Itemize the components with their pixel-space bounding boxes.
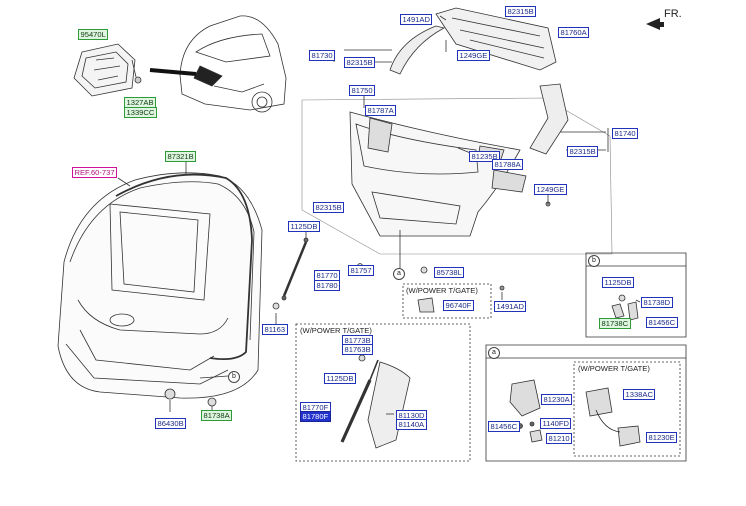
part-label-82315B-top[interactable]: 82315B <box>505 6 537 17</box>
power-tgate-note-center: (W/POWER T/GATE) <box>406 286 478 295</box>
part-label-1249GE-right[interactable]: 1249GE <box>534 184 567 195</box>
part-label-81140A[interactable]: 81140A <box>396 419 427 430</box>
part-label-81210[interactable]: 81210 <box>546 433 573 444</box>
part-label-81163[interactable]: 81163 <box>262 324 288 335</box>
part-label-1125DB-a[interactable]: 1125DB <box>288 221 320 232</box>
part-label-81235B[interactable]: 81235B <box>469 151 501 162</box>
part-label-82315B-left[interactable]: 82315B <box>313 202 345 213</box>
part-label-81456C-b[interactable]: 81456C <box>646 317 678 328</box>
part-label-81230A[interactable]: 81230A <box>541 394 573 405</box>
reference-label[interactable]: REF.60-737 <box>72 167 118 178</box>
part-label-82315B-mid[interactable]: 82315B <box>344 57 376 68</box>
part-label-1339CC[interactable]: 1339CC <box>124 107 157 118</box>
part-label-81788A[interactable]: 81788A <box>492 159 524 170</box>
direction-label: FR. <box>664 8 682 20</box>
part-label-1338AC[interactable]: 1338AC <box>623 389 656 400</box>
part-label-81757[interactable]: 81757 <box>348 265 375 276</box>
part-label-81760A[interactable]: 81760A <box>558 27 590 38</box>
part-label-81763B[interactable]: 81763B <box>342 344 374 355</box>
part-label-81780[interactable]: 81780 <box>314 280 341 291</box>
power-tgate-note-detail-a: (W/POWER T/GATE) <box>578 364 650 373</box>
part-label-86430B[interactable]: 86430B <box>155 418 187 429</box>
part-label-81738C[interactable]: 81738C <box>599 318 631 329</box>
arrow-fr-icon <box>646 18 664 30</box>
part-label-81750[interactable]: 81750 <box>349 85 376 96</box>
part-label-81780F[interactable]: 81780F <box>300 411 331 422</box>
part-label-85738L[interactable]: 85738L <box>434 267 465 278</box>
detail-a-header-marker: a <box>488 347 500 359</box>
part-label-81787A[interactable]: 81787A <box>365 105 397 116</box>
detail-b-header-marker: b <box>588 255 600 267</box>
part-label-1125DB-b[interactable]: 1125DB <box>602 277 634 288</box>
part-label-81738A[interactable]: 81738A <box>201 410 233 421</box>
part-label-81230E[interactable]: 81230E <box>646 432 678 443</box>
part-label-81730[interactable]: 81730 <box>309 50 336 61</box>
detail-marker-b[interactable]: b <box>228 371 240 383</box>
part-label-1249GE-top[interactable]: 1249GE <box>457 50 490 61</box>
detail-marker-a[interactable]: a <box>393 268 405 280</box>
part-label-82315B-right[interactable]: 82315B <box>567 146 599 157</box>
power-tgate-note-lower: (W/POWER T/GATE) <box>300 326 372 335</box>
part-label-81738D[interactable]: 81738D <box>641 297 673 308</box>
part-label-81740[interactable]: 81740 <box>612 128 639 139</box>
part-label-81456C-a[interactable]: 81456C <box>488 421 520 432</box>
part-label-1140FD[interactable]: 1140FD <box>540 418 572 429</box>
part-label-1491AD-top[interactable]: 1491AD <box>400 14 433 25</box>
part-label-95470L[interactable]: 95470L <box>78 29 109 40</box>
part-label-1125DB-c[interactable]: 1125DB <box>324 373 356 384</box>
part-label-96740F[interactable]: 96740F <box>443 300 474 311</box>
part-label-87321B[interactable]: 87321B <box>165 151 197 162</box>
part-label-1491AD-bottom[interactable]: 1491AD <box>494 301 527 312</box>
